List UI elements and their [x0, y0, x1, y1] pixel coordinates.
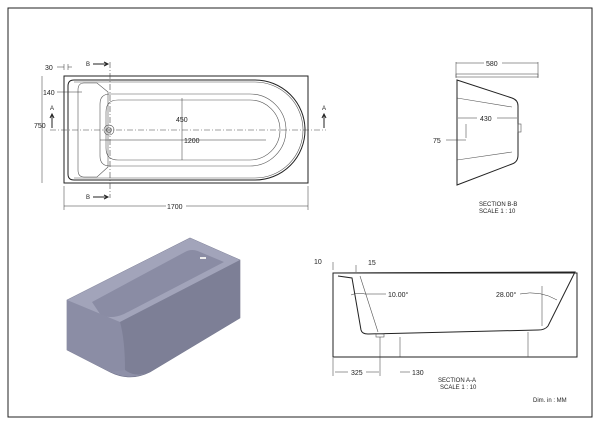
isometric-tub-view — [66, 237, 241, 378]
dim-b-offset: 75 — [433, 138, 441, 145]
dim-b-width: 580 — [486, 61, 498, 68]
dim-a-angle-right: 28.00° — [496, 291, 517, 299]
section-b-view: 580 430 75 SECTION B-B SCALE 1 : 10 — [433, 61, 539, 215]
dim-a-lip: 15 — [368, 260, 376, 267]
section-b-title: SECTION B-B — [479, 202, 517, 208]
dim-basin-width: 450 — [176, 117, 188, 124]
dim-rim-offset: 30 — [45, 65, 53, 72]
section-mark-a-right: A — [322, 106, 326, 112]
section-mark-b-bottom: B — [86, 195, 90, 201]
section-a-view: 10 15 10.00° 28.00° 325 130 SECTION A-A … — [314, 259, 578, 404]
section-a-title: SECTION A-A — [438, 378, 476, 384]
units-note: Dim. in : MM — [533, 398, 567, 404]
section-a-scale: SCALE 1 : 10 — [440, 385, 477, 391]
dim-width: 750 — [34, 123, 46, 130]
dim-length: 1700 — [167, 204, 183, 211]
sheet-border — [7, 7, 593, 418]
dim-a-angle-left: 10.00° — [388, 291, 409, 299]
section-b-scale: SCALE 1 : 10 — [479, 209, 516, 215]
dim-a-floor-height: 130 — [412, 370, 424, 377]
top-view: 30 140 750 450 1200 1700 B B A A — [34, 61, 327, 211]
dim-basin-length: 1200 — [184, 138, 200, 145]
dim-a-drain-pos: 325 — [351, 370, 363, 377]
dim-headrest: 140 — [43, 90, 55, 97]
section-mark-a-left: A — [50, 106, 54, 112]
dim-b-depth: 430 — [480, 116, 492, 123]
section-mark-b-top: B — [86, 62, 90, 68]
dim-a-rim: 10 — [314, 259, 322, 266]
